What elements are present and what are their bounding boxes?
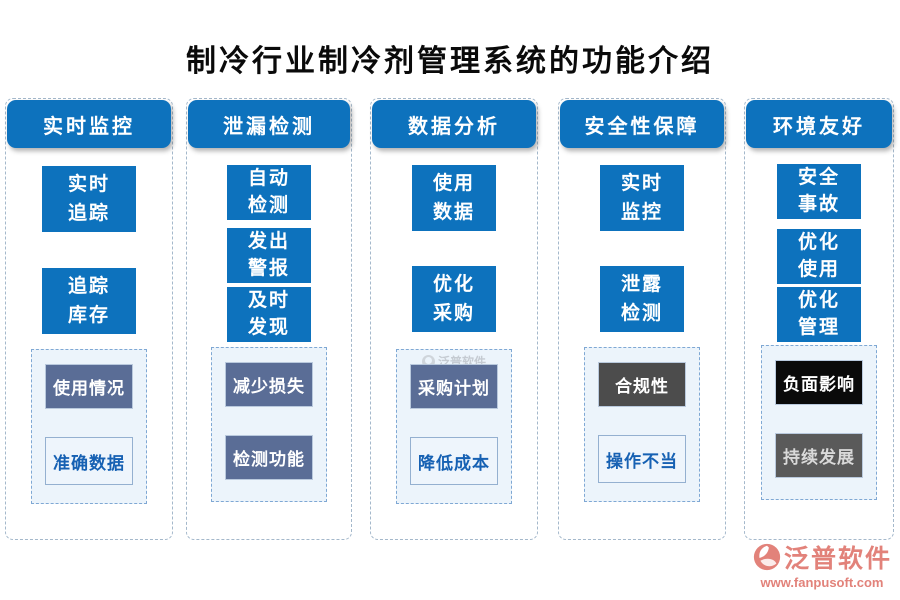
footer-brand-block: 泛普软件 www.fanpusoft.com [752,539,892,590]
benefit-panel: 减少损失 检测功能 [211,347,327,502]
benefit-box: 降低成本 [410,437,498,485]
feature-box: 及时 发现 [227,287,311,342]
feature-column-realtime-monitoring: 实时监控 实时 追踪 追踪 库存 使用情况 准确数据 [5,98,173,540]
feature-box: 实时 监控 [600,165,684,231]
benefit-box: 准确数据 [45,437,133,485]
feature-box: 使用 数据 [412,165,496,231]
feature-box: 自动 检测 [227,165,311,220]
benefit-box: 合规性 [598,362,686,407]
footer-url: www.fanpusoft.com [760,575,884,590]
footer-brand-text: 泛普软件 [783,546,892,573]
benefit-box: 操作不当 [598,435,686,483]
benefit-box: 减少损失 [225,362,313,407]
feature-box: 优化 管理 [777,287,861,342]
feature-box: 安全 事故 [777,164,861,219]
column-header: 环境友好 [746,100,892,148]
benefit-box: 采购计划 [410,364,498,409]
benefit-box: 持续发展 [775,433,863,478]
benefit-box: 检测功能 [225,435,313,480]
benefit-panel: 使用情况 准确数据 [31,349,147,504]
column-header: 安全性保障 [560,100,724,148]
feature-column-data-analysis: 数据分析 使用 数据 优化 采购 泛普软件 采购计划 降低成本 [370,98,538,540]
benefit-panel: 泛普软件 采购计划 降低成本 [396,349,512,504]
feature-box: 优化 采购 [412,266,496,332]
feature-box: 追踪 库存 [42,268,136,334]
feature-box: 发出 警报 [227,228,311,283]
benefit-panel: 合规性 操作不当 [584,347,700,502]
feature-box: 优化 使用 [777,229,861,284]
benefit-panel: 负面影响 持续发展 [761,345,877,500]
benefit-box: 负面影响 [775,360,863,405]
page-title: 制冷行业制冷剂管理系统的功能介绍 [186,45,714,78]
column-header: 实时监控 [7,100,171,148]
feature-column-environment-friendly: 环境友好 安全 事故 优化 使用 优化 管理 负面影响 持续发展 [744,98,894,540]
benefit-box: 使用情况 [45,364,133,409]
fanpu-logo-icon [753,543,781,571]
feature-box: 泄露 检测 [600,266,684,332]
feature-column-safety-guarantee: 安全性保障 实时 监控 泄露 检测 合规性 操作不当 [558,98,726,540]
feature-box: 实时 追踪 [42,166,136,232]
column-header: 泄漏检测 [188,100,350,148]
feature-column-leak-detection: 泄漏检测 自动 检测 发出 警报 及时 发现 减少损失 检测功能 [186,98,352,540]
column-header: 数据分析 [372,100,536,148]
